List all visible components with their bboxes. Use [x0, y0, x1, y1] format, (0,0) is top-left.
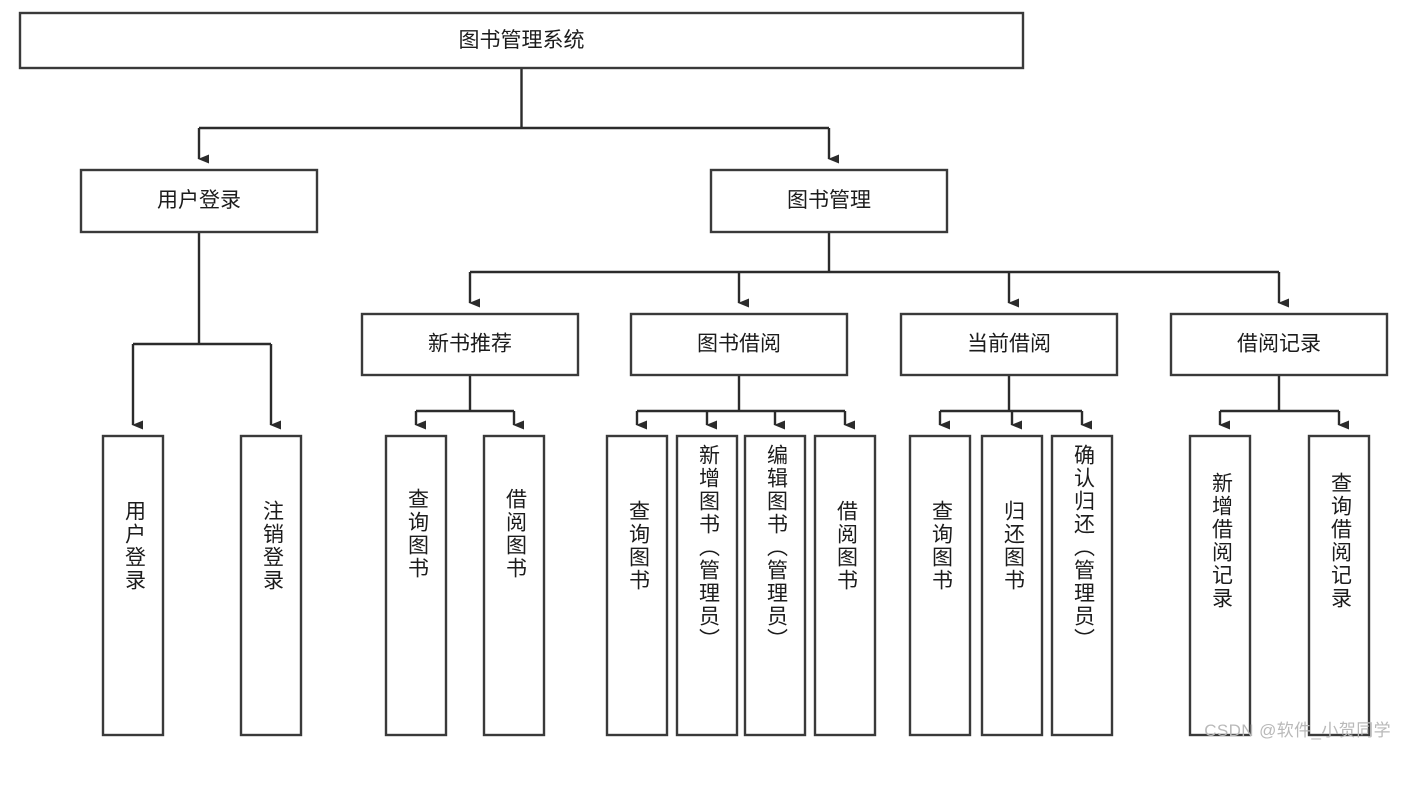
- leaf-box-query-book-2[interactable]: [605, 434, 669, 737]
- connector-group-root: [197, 68, 839, 164]
- connector-group-new-book-recommend: [414, 375, 524, 430]
- leaf-box-query-book-1[interactable]: [384, 434, 448, 737]
- node-root-box[interactable]: [18, 11, 1025, 70]
- node-user-login-label: 用户登录: [157, 189, 241, 212]
- leaf-box-user-logout[interactable]: [239, 434, 303, 737]
- node-new-book-recommend[interactable]: 新书推荐: [360, 312, 580, 377]
- node-current-borrow-label: 当前借阅: [967, 333, 1051, 356]
- node-book-manage-label: 图书管理: [787, 189, 871, 212]
- leaf-box-borrow-book-1[interactable]: [482, 434, 546, 737]
- leaf-box-user-login[interactable]: [101, 434, 165, 737]
- leaf-box-query-record[interactable]: [1307, 434, 1371, 737]
- flowchart-canvas: 图书管理系统 用户登录 图书管理 新书推荐 图书借阅 当前借阅 借阅记录: [18, 11, 1389, 737]
- node-borrow-record-box[interactable]: [1169, 312, 1389, 377]
- leaf-box-confirm-return-admin[interactable]: [1050, 434, 1114, 737]
- node-book-borrow-box[interactable]: [629, 312, 849, 377]
- leaf-box-return-book[interactable]: [980, 434, 1044, 737]
- node-root[interactable]: 图书管理系统: [18, 11, 1025, 70]
- node-user-login[interactable]: 用户登录: [79, 168, 319, 234]
- node-current-borrow-box[interactable]: [899, 312, 1119, 377]
- node-book-borrow[interactable]: 图书借阅: [629, 312, 849, 377]
- leaf-box-borrow-book-2[interactable]: [813, 434, 877, 737]
- connector-group-borrow-record: [1218, 375, 1349, 430]
- leaf-box-query-book-3[interactable]: [908, 434, 972, 737]
- node-book-borrow-label: 图书借阅: [697, 333, 781, 356]
- node-current-borrow[interactable]: 当前借阅: [899, 312, 1119, 377]
- leaf-box-edit-book-admin[interactable]: [743, 434, 807, 737]
- node-new-book-recommend-box[interactable]: [360, 312, 580, 377]
- node-book-manage[interactable]: 图书管理: [709, 168, 949, 234]
- leaf-box-add-record[interactable]: [1188, 434, 1252, 737]
- org-chart-diagram: 图书管理系统 用户登录 图书管理 新书推荐 图书借阅 当前借阅 借阅记录: [18, 11, 1391, 740]
- connector-group-current-borrow: [938, 375, 1092, 430]
- node-root-label: 图书管理系统: [459, 29, 585, 52]
- leaf-box-add-book-admin[interactable]: [675, 434, 739, 737]
- node-user-login-box[interactable]: [79, 168, 319, 234]
- connector-group-user-login: [131, 232, 281, 430]
- node-borrow-record[interactable]: 借阅记录: [1169, 312, 1389, 377]
- node-book-manage-box[interactable]: [709, 168, 949, 234]
- node-borrow-record-label: 借阅记录: [1237, 333, 1321, 356]
- node-new-book-recommend-label: 新书推荐: [428, 333, 512, 356]
- connector-group-book-manage: [468, 232, 1289, 308]
- connector-group-book-borrow: [635, 375, 855, 430]
